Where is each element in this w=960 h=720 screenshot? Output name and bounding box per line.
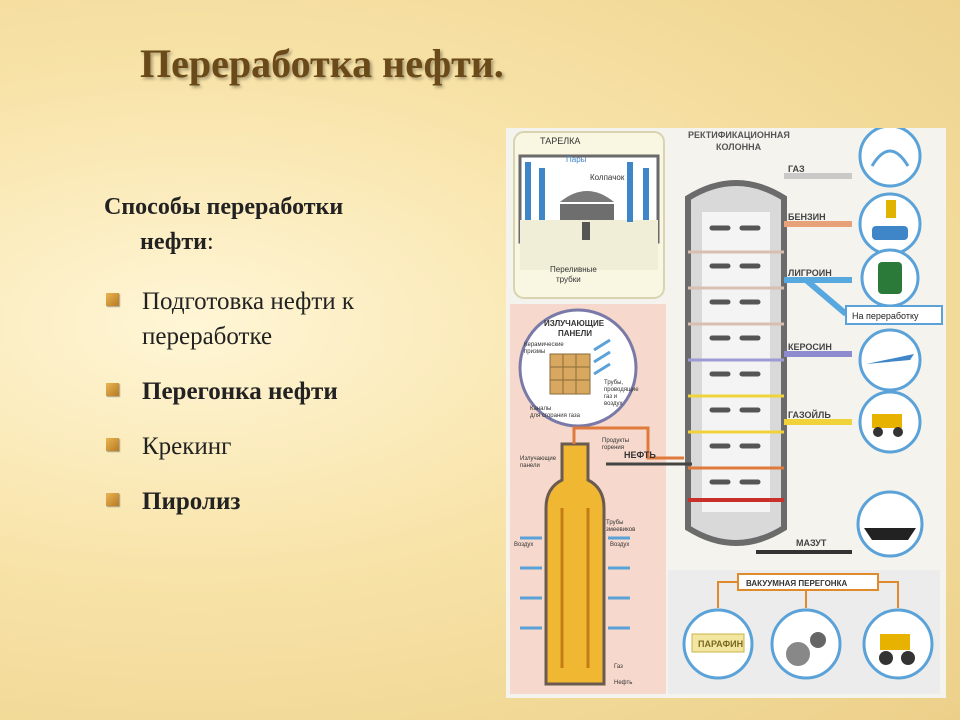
list-item: Подготовка нефти к переработке [104,284,464,354]
panels-label-1: ИЗЛУЧАЮЩИЕ [544,319,605,328]
panels-label-2: ПАНЕЛИ [558,329,592,338]
tray-cap-label: Колпачок [590,173,625,182]
vacuum-label: ВАКУУМНАЯ ПЕРЕГОНКА [746,579,847,588]
list-item: Перегонка нефти [104,374,464,409]
kerosene-product-circle [858,328,922,392]
gasoil-product-circle [858,390,922,454]
bullet-text: Перегонка нефти [142,378,338,405]
coil-label-1: Трубы [606,520,623,526]
air-left-label: Воздух [514,542,533,548]
ceramic-label-2: призмы [524,349,545,355]
paraffin-label: ПАРАФИН [698,639,743,649]
methods-heading: Способы переработки нефти: [104,190,444,260]
ligroin-product-circle [860,248,920,308]
air-right-label: Воздух [610,542,629,548]
fraction-label: МАЗУТ [796,538,827,548]
tubes-label-1: Трубы, [604,380,623,386]
tubes-label-4: воздух [604,401,623,407]
vacuum-distillation: ВАКУУМНАЯ ПЕРЕГОНКА ПАРАФИН [682,573,934,680]
oils-circle [770,608,842,680]
tray-overflow-label-1: Переливные [550,265,597,274]
tray-overflow-label-2: трубки [556,275,581,284]
bullet-square-icon [106,293,119,306]
combustion-label-2: горения [602,445,624,451]
methods-list: Подготовка нефти к переработке Перегонка… [104,284,464,519]
fraction-label: КЕРОСИН [788,342,832,352]
channels-label-1: Каналы [530,406,551,412]
list-item: Пиролиз [104,484,464,519]
methods-heading-line2: нефти [140,228,207,255]
to-processing-label: На переработку [852,311,919,321]
methods-heading-line1: Способы переработки [104,194,344,220]
ligroin-processing-arrow [804,277,848,317]
methods-heading-colon: : [207,228,214,255]
tubes-label-2: проводящие [604,387,639,393]
tray-inset: ТАРЕЛКА Пары Колпачок Переливные трубки [513,131,665,299]
radiating-label-1: Излучающие [520,456,557,462]
processing-box: На переработку [845,305,943,325]
radiating-label-2: панели [520,463,540,469]
ceramic-label-1: Керамические [524,342,564,348]
oil-inlet-label: Нефть [614,680,632,686]
tubes-label-3: газ и [604,394,617,400]
bullet-text: Пиролиз [142,488,241,515]
fraction-label: ЛИГРОИН [788,268,832,278]
column-title-1: РЕКТИФИКАЦИОННАЯ [688,130,790,140]
bullet-square-icon [106,438,119,451]
tray-vapors-label: Пары [566,155,587,164]
list-item: Крекинг [104,429,464,464]
combustion-label-1: Продукты [602,438,629,444]
bullet-text: Крекинг [142,433,232,460]
gas-inlet-label: Газ [614,664,623,670]
column-title-2: КОЛОННА [716,142,762,152]
gas-product-circle [858,128,922,188]
bullet-square-icon [106,383,119,396]
oil-refining-diagram: ТАРЕЛКА Пары Колпачок Переливные трубки … [506,128,946,698]
oil-feed-label: НЕФТЬ [624,450,656,460]
mazut-product-circle [856,490,924,558]
distillation-column [685,180,787,546]
fraction-label: БЕНЗИН [788,212,826,222]
tray-inset-title: ТАРЕЛКА [540,136,580,146]
bullet-text: Подготовка нефти к переработке [142,288,355,350]
fraction-label: ГАЗОЙЛЬ [788,409,831,420]
gasoline-product-circle [858,192,922,256]
fraction-label: ГАЗ [788,164,805,174]
furnace: ИЗЛУЧАЮЩИЕ ПАНЕЛИ Керамические призмы Тр… [514,308,684,686]
bullet-square-icon [106,493,119,506]
slide-title: Переработка нефти. [140,41,504,86]
coil-label-2: змеевиков [606,527,635,533]
channels-label-2: для сгорания газа [530,413,581,419]
